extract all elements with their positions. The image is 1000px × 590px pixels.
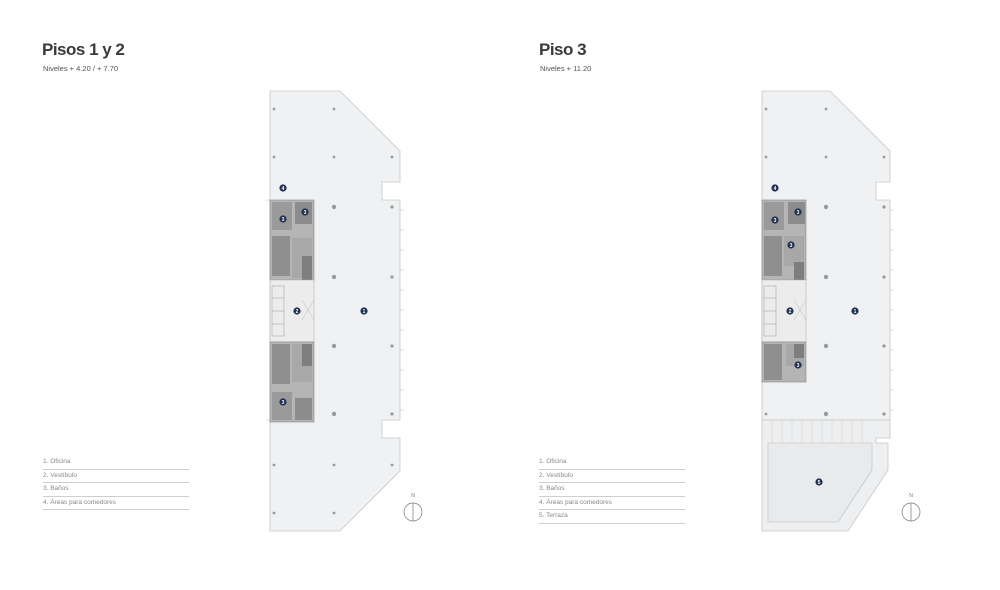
right-marker-terrace: 5 bbox=[815, 478, 823, 486]
marker-label: 1 bbox=[363, 309, 366, 315]
marker-label: 3 bbox=[790, 243, 793, 249]
marker-label: 3 bbox=[797, 363, 800, 369]
right-plan-levels: Niveles + 11.20 bbox=[540, 64, 592, 73]
right-north-compass-icon: N bbox=[901, 493, 921, 522]
marker-label: 3 bbox=[282, 400, 285, 406]
marker-label: 2 bbox=[789, 309, 792, 315]
legend-item: 4. Áreas para comedores bbox=[539, 497, 685, 510]
marker-label: 3 bbox=[282, 217, 285, 223]
marker-label: 4 bbox=[282, 186, 285, 192]
right-floor-plan: 4 3 3 3 2 1 3 5 N bbox=[761, 90, 921, 532]
left-marker-lobby: 2 bbox=[293, 307, 301, 315]
left-marker-restroom: 3 bbox=[279, 215, 287, 223]
left-plan-title: Pisos 1 y 2 bbox=[42, 40, 125, 59]
right-marker-restroom: 3 bbox=[794, 361, 802, 369]
right-legend: 1. Oficina 2. Vestíbulo 3. Baños 4. Área… bbox=[539, 456, 685, 524]
marker-label: 5 bbox=[818, 480, 821, 486]
marker-label: 2 bbox=[296, 309, 299, 315]
right-marker-restroom: 3 bbox=[787, 241, 795, 249]
right-marker-office: 1 bbox=[851, 307, 859, 315]
right-marker-dining: 4 bbox=[771, 184, 779, 192]
compass-label: N bbox=[411, 493, 415, 499]
marker-label: 3 bbox=[304, 210, 307, 216]
legend-item: 3. Baños bbox=[539, 483, 685, 497]
legend-item: 1. Oficina bbox=[43, 456, 189, 470]
marker-label: 3 bbox=[774, 218, 777, 224]
left-north-compass-icon: N bbox=[403, 493, 423, 522]
marker-label: 3 bbox=[797, 210, 800, 216]
legend-item: 2. Vestíbulo bbox=[539, 470, 685, 483]
compass-label: N bbox=[909, 493, 913, 499]
left-marker-restroom: 3 bbox=[301, 208, 309, 216]
right-marker-restroom: 3 bbox=[771, 216, 779, 224]
left-legend: 1. Oficina 2. Vestíbulo 3. Baños 4. Área… bbox=[43, 456, 189, 510]
left-marker-restroom: 3 bbox=[279, 398, 287, 406]
legend-item: 3. Baños bbox=[43, 483, 189, 497]
right-plan-title: Piso 3 bbox=[539, 40, 587, 59]
marker-label: 4 bbox=[774, 186, 777, 192]
legend-item: 4. Áreas para comedores bbox=[43, 497, 189, 510]
left-floor-plan: 4 3 3 2 1 3 N bbox=[266, 90, 423, 532]
right-marker-restroom: 3 bbox=[794, 208, 802, 216]
marker-label: 1 bbox=[854, 309, 857, 315]
left-marker-office: 1 bbox=[360, 307, 368, 315]
legend-item: 5. Terraza bbox=[539, 510, 685, 524]
legend-item: 1. Oficina bbox=[539, 456, 685, 470]
legend-item: 2. Vestíbulo bbox=[43, 470, 189, 483]
left-plan-levels: Niveles + 4.20 / + 7.70 bbox=[43, 64, 119, 73]
right-marker-lobby: 2 bbox=[786, 307, 794, 315]
left-marker-dining: 4 bbox=[279, 184, 287, 192]
